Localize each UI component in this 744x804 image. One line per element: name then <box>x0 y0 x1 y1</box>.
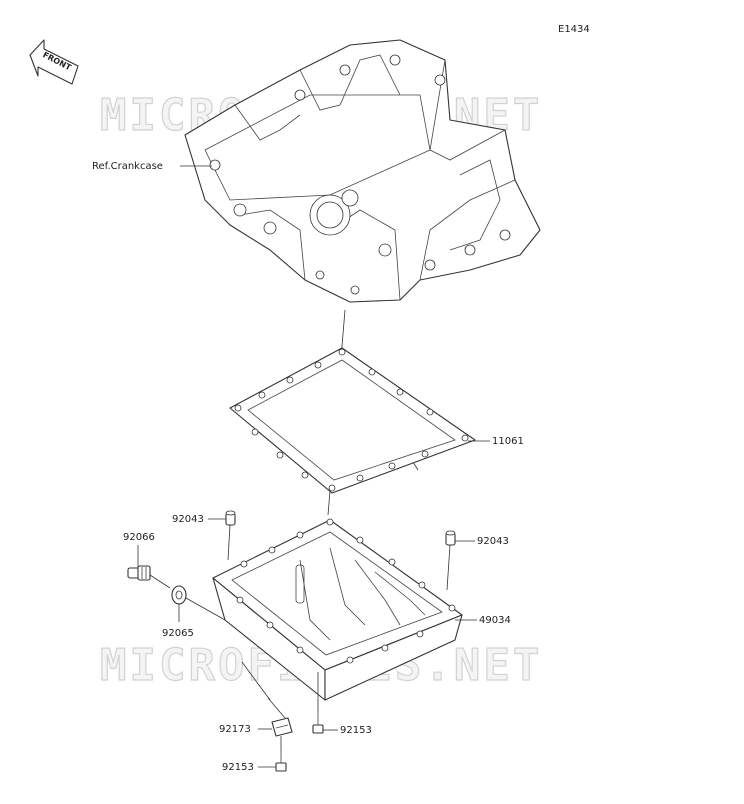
bolt-right-icon <box>312 712 324 734</box>
dowel-pin-right-icon <box>445 530 456 546</box>
alignment-drain-plug <box>149 574 171 589</box>
bolt-bottom-icon <box>275 750 287 772</box>
label-gasket: 11061 <box>492 436 524 447</box>
label-bolt-bottom: 92153 <box>222 762 254 773</box>
crankcase-illustration <box>184 39 541 303</box>
alignment-dowel-right <box>446 544 451 591</box>
front-arrow-icon: FRONT <box>29 39 79 85</box>
label-ref-crankcase: Ref.Crankcase <box>92 161 163 172</box>
label-oil-pan: 49034 <box>479 615 511 626</box>
washer-icon <box>171 585 187 605</box>
alignment-dowel-left <box>227 524 231 561</box>
alignment-washer <box>185 597 226 621</box>
label-dowel-left: 92043 <box>172 514 204 525</box>
diagram-code: E1434 <box>558 24 590 35</box>
alignment-clamp-pan <box>241 661 271 701</box>
label-drain-plug: 92066 <box>123 532 155 543</box>
label-dowel-right: 92043 <box>477 536 509 547</box>
label-clamp: 92173 <box>219 724 251 735</box>
label-bolt-right: 92153 <box>340 725 372 736</box>
label-washer: 92065 <box>162 628 194 639</box>
drain-plug-icon <box>127 565 151 581</box>
oil-pan-illustration <box>212 518 463 701</box>
alignment-clamp <box>267 697 286 719</box>
clamp-icon <box>271 717 293 737</box>
dowel-pin-left-icon <box>225 510 236 526</box>
gasket-illustration <box>229 347 476 494</box>
